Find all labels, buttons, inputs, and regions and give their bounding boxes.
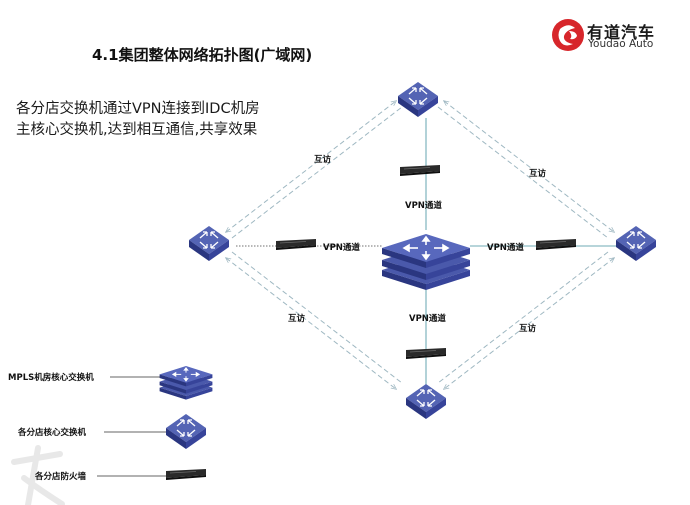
link-tl-b [231,106,403,239]
link-tl-a [226,101,396,232]
logo-icon [552,19,584,51]
description-line-1: 各分店交换机通过VPN连接到IDC机房 [16,101,260,117]
label-vpn-bottom: VPN通道 [409,314,446,324]
firewall-bottom [405,347,447,360]
label-mutual-bottom-right: 互访 [519,324,537,334]
branch-switch-right [615,225,657,262]
link-br-b [437,251,609,384]
branch-switch-left [188,225,230,262]
legend-switch-icon [165,413,207,450]
watermark-decoration [11,445,65,505]
link-tr-b [437,106,609,239]
legend-firewall-icon [165,468,207,481]
branch-switch-top [397,81,439,118]
label-mutual-top-right: 互访 [529,169,547,179]
label-vpn-left: VPN通道 [323,243,360,253]
label-vpn-right: VPN通道 [487,243,524,253]
logo: 有道汽车 Youdao Auto [551,18,690,54]
link-bl-a [226,258,396,389]
legend-label-branch-core: 各分店核心交换机 [18,428,87,438]
description-line-2: 主核心交换机,达到相互通信,共享效果 [16,122,258,138]
logo-name-cn: 有道汽车 [587,23,656,42]
label-mutual-top-left: 互访 [314,155,332,165]
legend-label-branch-firewall: 各分店防火墙 [35,472,87,482]
mpls-core-switch [381,233,471,291]
slide-description: 各分店交换机通过VPN连接到IDC机房 主核心交换机,达到相互通信,共享效果 [16,99,260,141]
link-tr-a [444,101,614,232]
legend-core-icon [159,365,213,401]
label-mutual-bottom-left: 互访 [288,314,306,324]
branch-switch-bottom [405,383,447,420]
firewall-top [399,164,441,177]
slide-title: 4.1集团整体网络拓扑图(广域网) [92,46,313,64]
link-br-a [444,258,614,389]
firewall-right [535,238,577,251]
logo-name-en: Youdao Auto [588,38,654,50]
legend-label-mpls-core: MPLS机房核心交换机 [8,373,94,383]
link-bl-b [231,251,403,384]
firewall-left [275,238,317,251]
label-vpn-top: VPN通道 [405,201,442,211]
